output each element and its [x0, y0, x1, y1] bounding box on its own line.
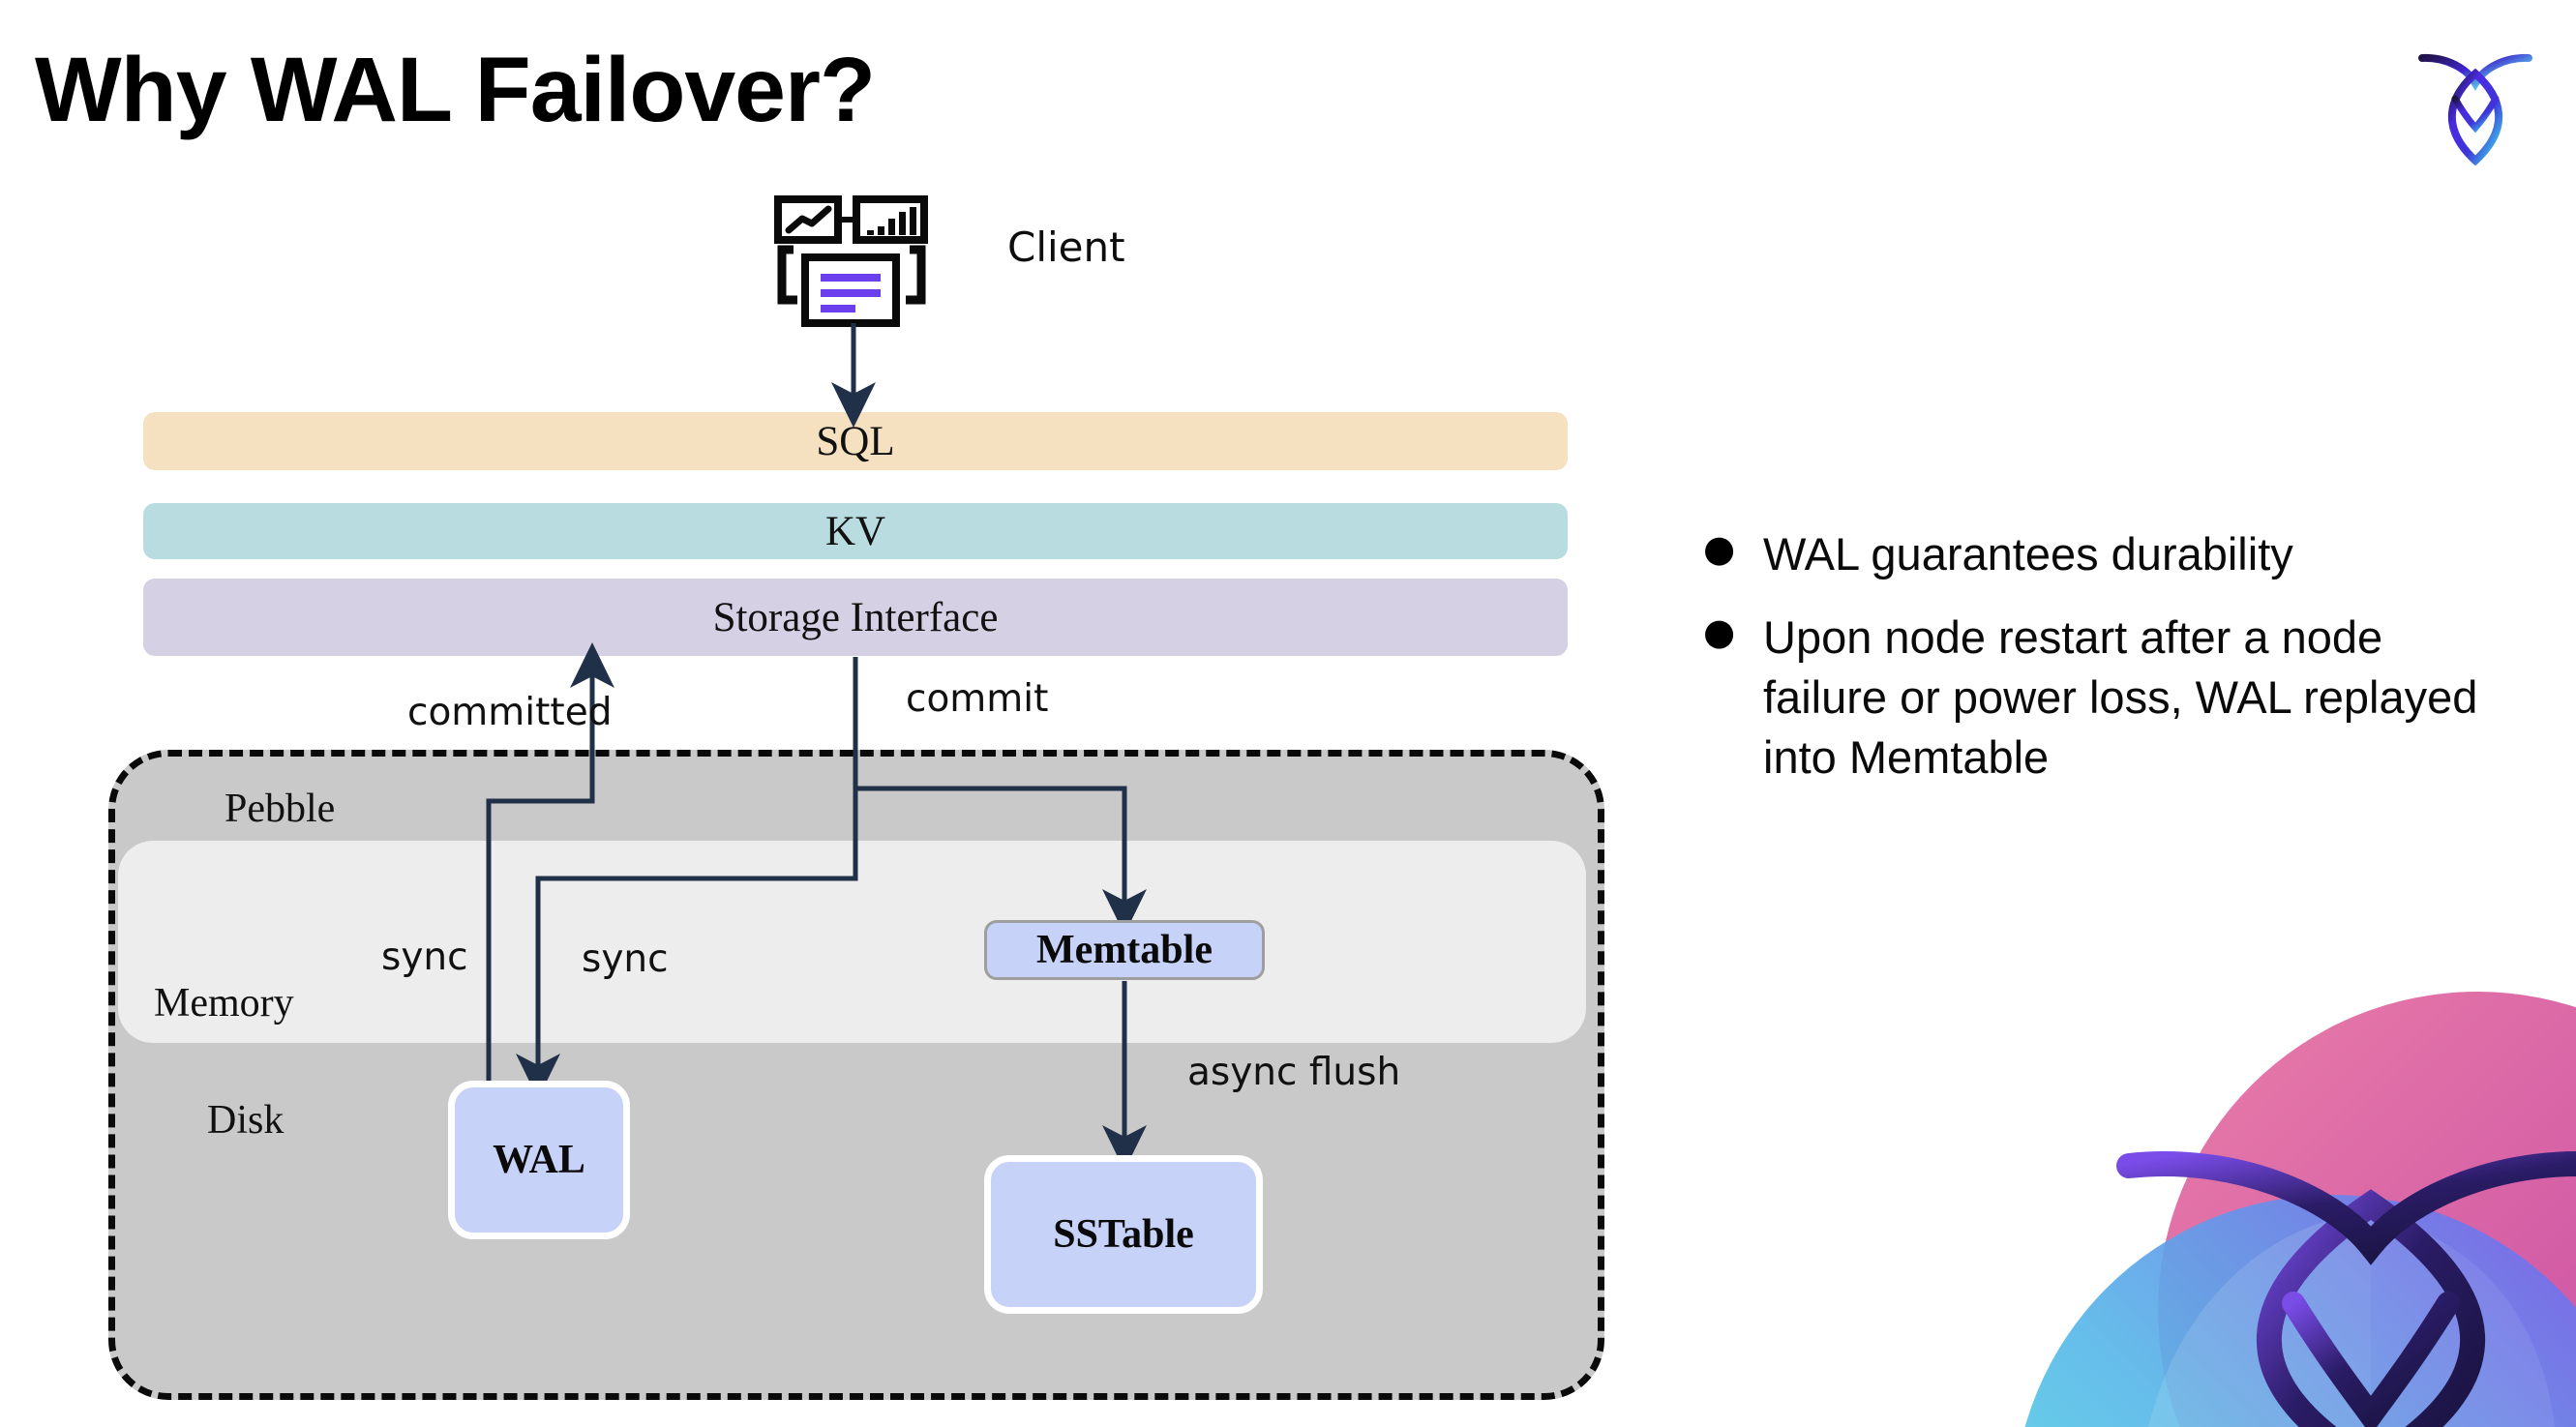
node-memtable-label: Memtable — [1036, 928, 1213, 972]
memory-label: Memory — [154, 981, 294, 1026]
bar-chart-panel-icon — [853, 195, 928, 244]
edge-label-async-flush: async flush — [1187, 1051, 1401, 1094]
bullet-text: Upon node restart after a node failure o… — [1763, 611, 2478, 784]
pebble-label: Pebble — [225, 787, 336, 831]
layer-bar-kv-label: KV — [824, 508, 886, 554]
layer-bar-sql-label: SQL — [816, 418, 895, 464]
cockroach-gradient-circles-icon — [1955, 924, 2576, 1427]
bullet-marker-icon: ● — [1703, 527, 1736, 570]
node-sstable: SSTable — [984, 1155, 1263, 1314]
node-wal-label: WAL — [493, 1138, 585, 1182]
bullet-text: WAL guarantees durability — [1763, 528, 2293, 580]
layer-bar-storage-interface-label: Storage Interface — [712, 594, 999, 640]
node-memtable: Memtable — [984, 920, 1265, 980]
edge-label-committed: committed — [407, 691, 613, 734]
client-dashboard-icon — [774, 193, 929, 329]
layer-bar-sql: SQL — [143, 412, 1568, 470]
memory-region — [118, 841, 1586, 1043]
layer-bar-storage-interface: Storage Interface — [143, 579, 1568, 656]
edge-label-commit: commit — [906, 677, 1049, 721]
client-label: Client — [1007, 223, 1125, 271]
edge-label-sync-1: sync — [381, 936, 468, 979]
layer-bar-kv: KV — [143, 503, 1568, 559]
page-title: Why WAL Failover? — [35, 39, 876, 141]
bullet-list: ● WAL guarantees durability ● Upon node … — [1703, 524, 2487, 811]
document-panel-icon — [801, 253, 900, 327]
edge-label-sync-2: sync — [582, 937, 669, 981]
cockroach-leaf-logo-icon — [2412, 39, 2538, 174]
disk-label: Disk — [207, 1098, 285, 1143]
list-item: ● WAL guarantees durability — [1703, 524, 2487, 584]
list-item: ● Upon node restart after a node failure… — [1703, 608, 2487, 788]
node-sstable-label: SSTable — [1053, 1212, 1194, 1257]
node-wal: WAL — [448, 1081, 630, 1239]
line-chart-panel-icon — [774, 195, 842, 244]
bullet-marker-icon: ● — [1703, 610, 1736, 654]
